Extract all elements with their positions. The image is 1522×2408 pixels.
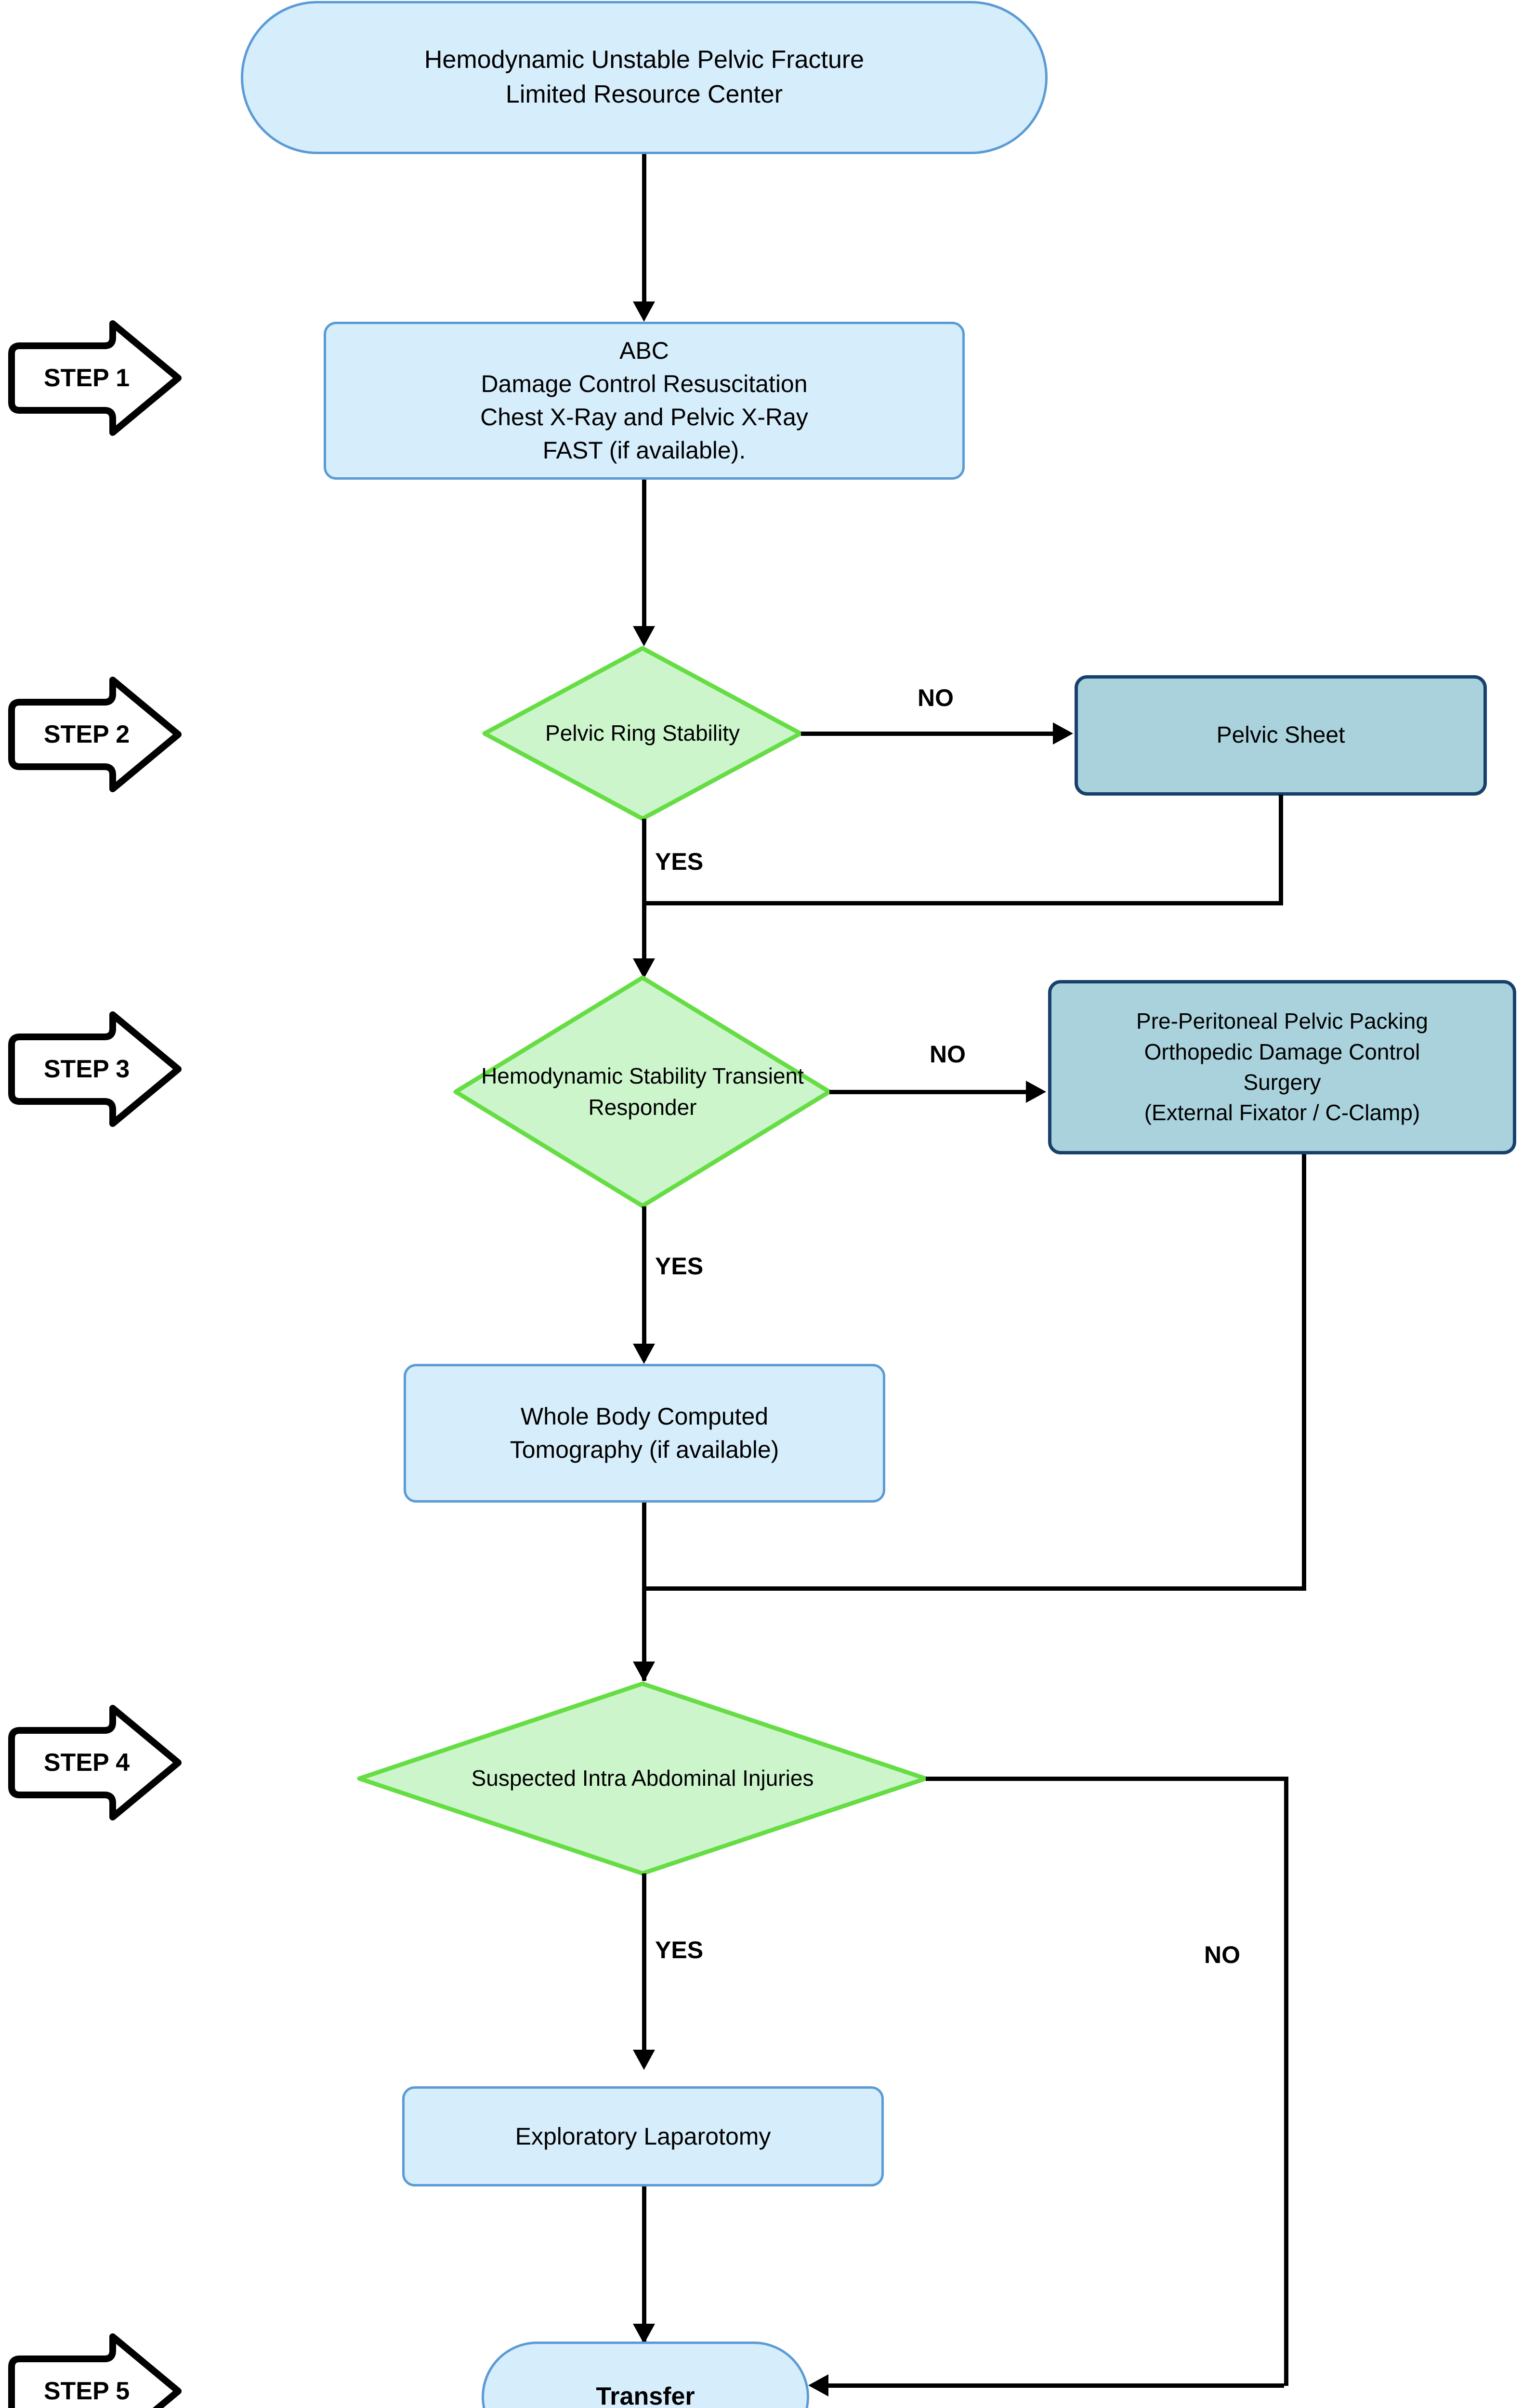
arrowhead-ct-to-injuries-icon [633,1662,655,1682]
connector-packing-down [1302,1154,1306,1591]
arrowhead-ring-yes-icon [633,958,655,979]
node-suspected-injuries[interactable]: Suspected Intra Abdominal Injuries [355,1680,930,1877]
node-pelvic-packing[interactable]: Pre-Peritoneal Pelvic Packing Orthopedic… [1048,980,1516,1154]
step-arrow-2: STEP 2 [6,674,184,795]
step-arrow-4: STEP 4 [6,1702,184,1823]
step-arrow-shape-icon [8,677,182,792]
step-arrow-4-label: STEP 4 [43,1749,130,1777]
step-arrow-3: STEP 3 [6,1009,184,1129]
connector-ring-yes [642,819,646,963]
connector-hemo-yes [642,1206,646,1361]
node-transfer[interactable]: Transfer [482,2342,809,2408]
decision-diamond-shape-icon [453,975,832,1208]
connector-injuries-yes [642,1873,646,2066]
arrowhead-hemo-no-icon [1026,1081,1046,1103]
node-initial-assessment[interactable]: ABC Damage Control Resuscitation Chest X… [324,322,965,480]
node-whole-body-ct-label: Whole Body Computed Tomography (if avail… [510,1403,779,1463]
step-arrow-1-label: STEP 1 [43,364,130,392]
connector-packing-to-trunk [642,1586,1306,1591]
node-pelvic-sheet-label: Pelvic Sheet [1216,722,1345,748]
step-arrow-1: STEP 1 [6,318,184,438]
arrowhead-ring-no-icon [1053,722,1073,745]
step-arrow-shape-icon [8,1705,182,1820]
edge-label-injuries-yes: YES [655,1937,704,1963]
node-hemodynamic-stability-label: Hemodynamic Stability Transient Responde… [481,1063,804,1120]
node-hemodynamic-stability[interactable]: Hemodynamic Stability Transient Responde… [452,974,833,1210]
arrowhead-injuries-yes-icon [633,2050,655,2070]
step-arrow-shape-icon [8,320,182,436]
connector-start-to-assessment [642,154,646,303]
connector-ct-to-injuries [642,1503,646,1681]
node-exploratory-laparotomy[interactable]: Exploratory Laparotomy [402,2086,884,2186]
arrowhead-assessment-to-ring-icon [633,626,655,646]
arrowhead-injuries-no-icon [808,2374,828,2396]
connector-hemo-no-to-packing [829,1090,1028,1094]
edge-label-injuries-no: NO [1204,1941,1240,1968]
step-arrow-5-label: STEP 5 [43,2377,130,2405]
step-arrow-2-label: STEP 2 [43,720,130,748]
step-arrow-shape-icon [8,1011,182,1127]
node-start[interactable]: Hemodynamic Unstable Pelvic Fracture Lim… [241,1,1048,154]
arrowhead-hemo-yes-icon [633,1344,655,1364]
node-pelvic-sheet[interactable]: Pelvic Sheet [1075,675,1487,796]
step-arrow-shape-icon [8,2333,182,2408]
node-pelvic-ring-stability-label: Pelvic Ring Stability [545,720,740,746]
node-exploratory-laparotomy-label: Exploratory Laparotomy [515,2122,771,2150]
arrowhead-start-to-assessment-icon [633,301,655,322]
node-pelvic-ring-stability[interactable]: Pelvic Ring Stability [481,644,804,823]
connector-sheet-down [1279,795,1283,905]
node-transfer-label: Transfer [596,2382,695,2408]
connector-laparotomy-to-transfer [642,2186,646,2345]
step-arrow-5: STEP 5 [6,2331,184,2408]
connector-assessment-to-ring [642,480,646,629]
node-start-label: Hemodynamic Unstable Pelvic Fracture Lim… [424,46,865,108]
edge-label-hemo-no: NO [930,1041,966,1068]
edge-label-ring-no: NO [918,684,954,711]
edge-label-hemo-yes: YES [655,1253,704,1280]
connector-injuries-no-right [926,1777,1288,1781]
connector-injuries-no-to-transfer [828,2383,1284,2388]
connector-sheet-to-trunk [642,901,1283,905]
step-arrow-3-label: STEP 3 [43,1055,130,1083]
edge-label-ring-yes: YES [655,848,704,875]
node-initial-assessment-label: ABC Damage Control Resuscitation Chest X… [480,337,808,464]
connector-ring-no-to-sheet [801,732,1055,736]
node-whole-body-ct[interactable]: Whole Body Computed Tomography (if avail… [404,1364,885,1503]
node-suspected-injuries-label: Suspected Intra Abdominal Injuries [471,1766,814,1791]
node-pelvic-packing-label: Pre-Peritoneal Pelvic Packing Orthopedic… [1136,1008,1428,1125]
arrowhead-laparotomy-to-transfer-icon [633,2324,655,2344]
connector-injuries-no-down [1284,1777,1288,2386]
